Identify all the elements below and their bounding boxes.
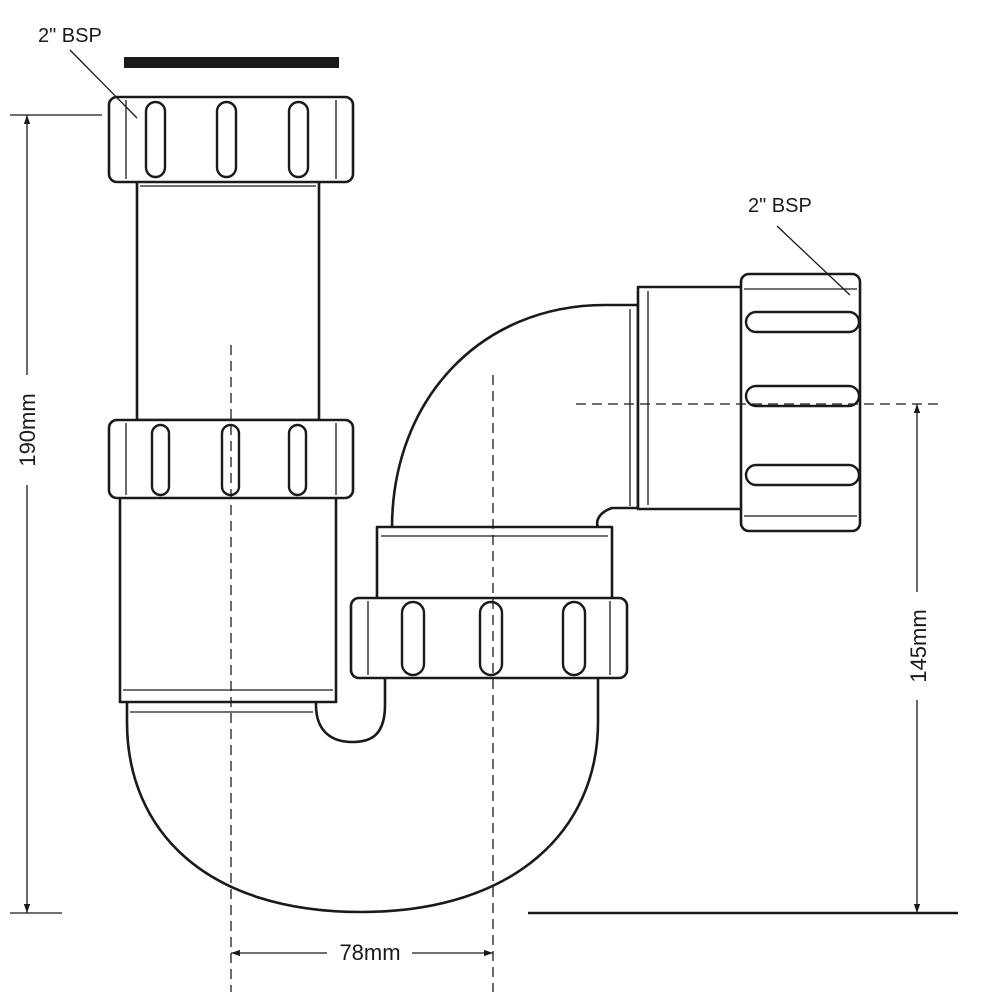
overall-height-dimension: 190mm: [10, 114, 102, 914]
top-nut: [107, 95, 355, 184]
u-bend: [125, 673, 600, 914]
outlet-nut: [739, 272, 862, 533]
top-thread-leader: [69, 49, 138, 119]
centre-offset-dimension: 78mm: [231, 940, 493, 965]
tail-pipe: [135, 178, 321, 422]
outlet-height-dimension: 145mm: [528, 404, 958, 915]
outlet-thread-label: 2" BSP: [748, 195, 812, 217]
trap-body-tube: [118, 495, 338, 704]
outlet-thread-leader: [776, 225, 851, 296]
overall-height-label: 190mm: [15, 393, 40, 466]
u-bend-nut: [349, 596, 629, 680]
waste-plug-bar: [124, 57, 339, 68]
outlet-elbow: [390, 303, 640, 530]
top-thread-label: 2" BSP: [38, 25, 102, 47]
outlet-spigot: [636, 285, 750, 511]
riser-socket: [375, 525, 614, 604]
outlet-height-label: 145mm: [906, 609, 931, 682]
centre-offset-label: 78mm: [339, 940, 400, 965]
